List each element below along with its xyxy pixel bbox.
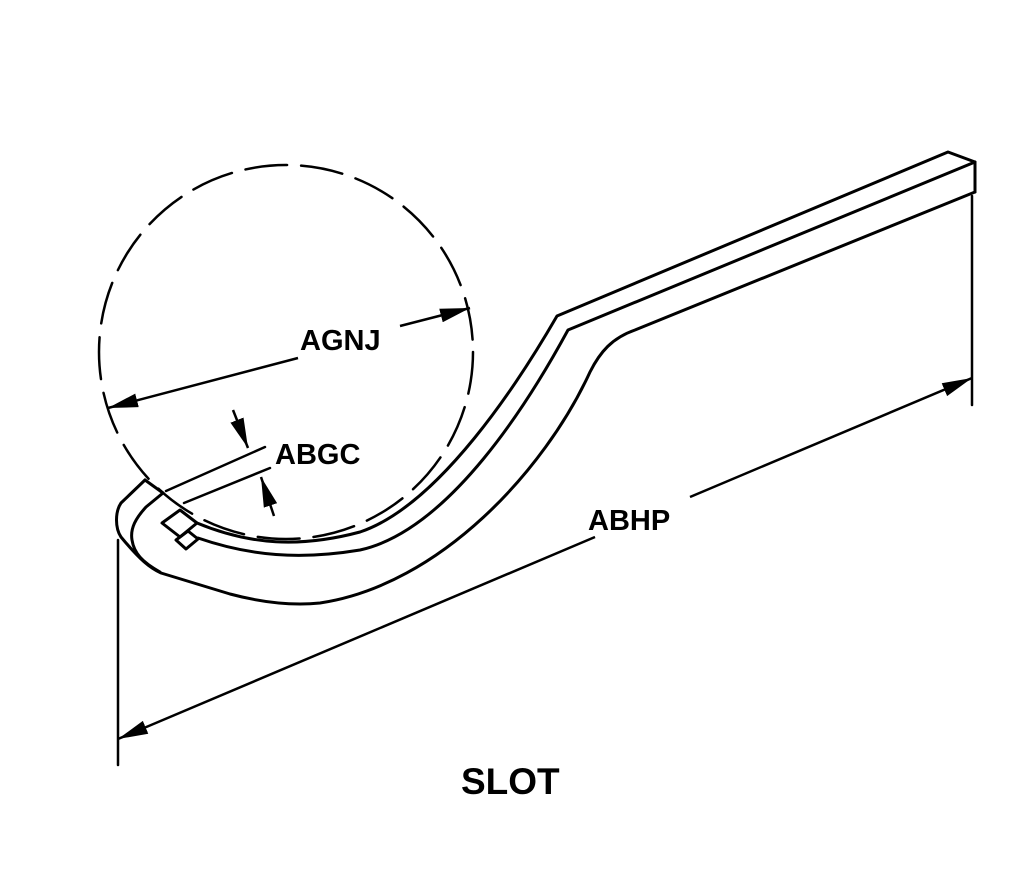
abgc-extension-line-top bbox=[164, 445, 267, 493]
diagram-title: SLOT bbox=[461, 761, 560, 802]
abgc-arrow-up bbox=[259, 476, 278, 517]
abgc-label: ABGC bbox=[275, 439, 360, 471]
abhp-dimension-arrow-left bbox=[117, 535, 596, 741]
agnj-dimension-arrow-right bbox=[399, 306, 471, 328]
abgc-arrow-down bbox=[230, 409, 250, 449]
abhp-dimension-arrow-right bbox=[689, 376, 973, 499]
reference-circle bbox=[97, 163, 475, 541]
abhp-label: ABHP bbox=[588, 505, 670, 537]
agnj-label: AGNJ bbox=[300, 325, 381, 357]
agnj-dimension-arrow-left bbox=[107, 356, 299, 410]
wrench-body bbox=[115, 150, 977, 606]
abgc-extension-line-bottom bbox=[182, 466, 272, 505]
